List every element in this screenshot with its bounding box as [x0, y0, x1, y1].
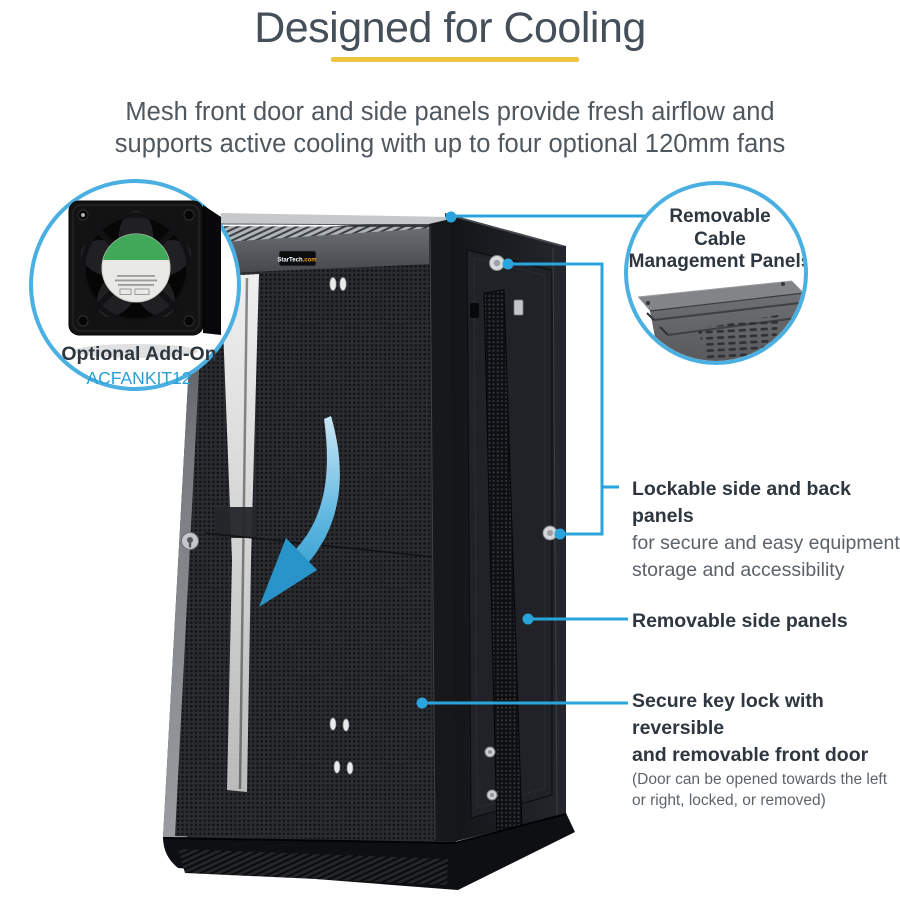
door-reflection-strip — [215, 274, 259, 792]
callout-lines — [422, 214, 646, 705]
cable-panel-line-2: Cable — [694, 228, 746, 250]
brand-label: StarTech.com — [277, 250, 317, 267]
callout-bracket-lockable — [508, 262, 604, 536]
annotation-key-lock-bold2: and removable front door — [632, 744, 869, 766]
door-header-band — [207, 227, 449, 274]
door-thumbscrews — [329, 277, 354, 775]
annotation-lockable-panels: Lockable side and back panels for secure… — [632, 476, 900, 584]
annotation-key-lock: Secure key lock with reversible and remo… — [632, 688, 900, 811]
fan-callout-circle: Optional Add-On ACFANKIT12 — [29, 179, 241, 391]
annotation-side-panels-bold: Removable side panels — [632, 610, 848, 632]
svg-text:StarTech.com: StarTech.com — [277, 258, 316, 264]
annotation-lockable-bold: Lockable side and back panels — [632, 478, 851, 527]
subtitle-line-1: Mesh front door and side panels provide … — [125, 98, 775, 126]
cable-panel-image — [637, 280, 804, 361]
base-vent — [178, 849, 448, 885]
panel-vent-slots — [697, 314, 779, 361]
fan-corner-holes — [77, 209, 195, 327]
top-rim — [219, 213, 450, 224]
annotation-key-lock-bold1: Secure key lock with reversible — [632, 690, 824, 739]
fan-caption: Optional Add-On — [61, 343, 217, 365]
cabinet-front-door: StarTech.com — [163, 213, 456, 842]
fan-sku: ACFANKIT12 — [86, 368, 192, 388]
annotation-lockable-line2: for secure and easy equipment — [632, 532, 900, 554]
annotation-lockable-line3: storage and accessibility — [632, 559, 845, 581]
key-lock — [181, 532, 199, 550]
cable-panel-callout-circle: Removable Cable Management Panels — [624, 181, 808, 365]
annotation-removable-side-panels: Removable side panels — [632, 608, 848, 635]
cable-panel-line-1: Removable — [669, 206, 771, 227]
page-title: Designed for Cooling — [254, 4, 646, 52]
callout-dots — [416, 211, 566, 709]
subtitle-line-2: supports active cooling with up to four … — [114, 129, 786, 158]
cable-panel-caption: Removable Cable Management Panels — [628, 206, 808, 274]
annotation-key-lock-note1: (Door can be opened towards the left — [632, 771, 888, 788]
page-subtitle: Mesh front door and side panels provide … — [0, 97, 900, 160]
title-underline — [331, 57, 579, 62]
airflow-arrow — [259, 416, 340, 607]
cabinet-side-panel — [444, 213, 567, 842]
cable-panel-line-3: Management Panels — [628, 251, 808, 272]
fan-image — [68, 200, 221, 358]
cabinet-base — [162, 813, 575, 890]
annotation-key-lock-note2: or right, locked, or removed) — [632, 792, 826, 809]
